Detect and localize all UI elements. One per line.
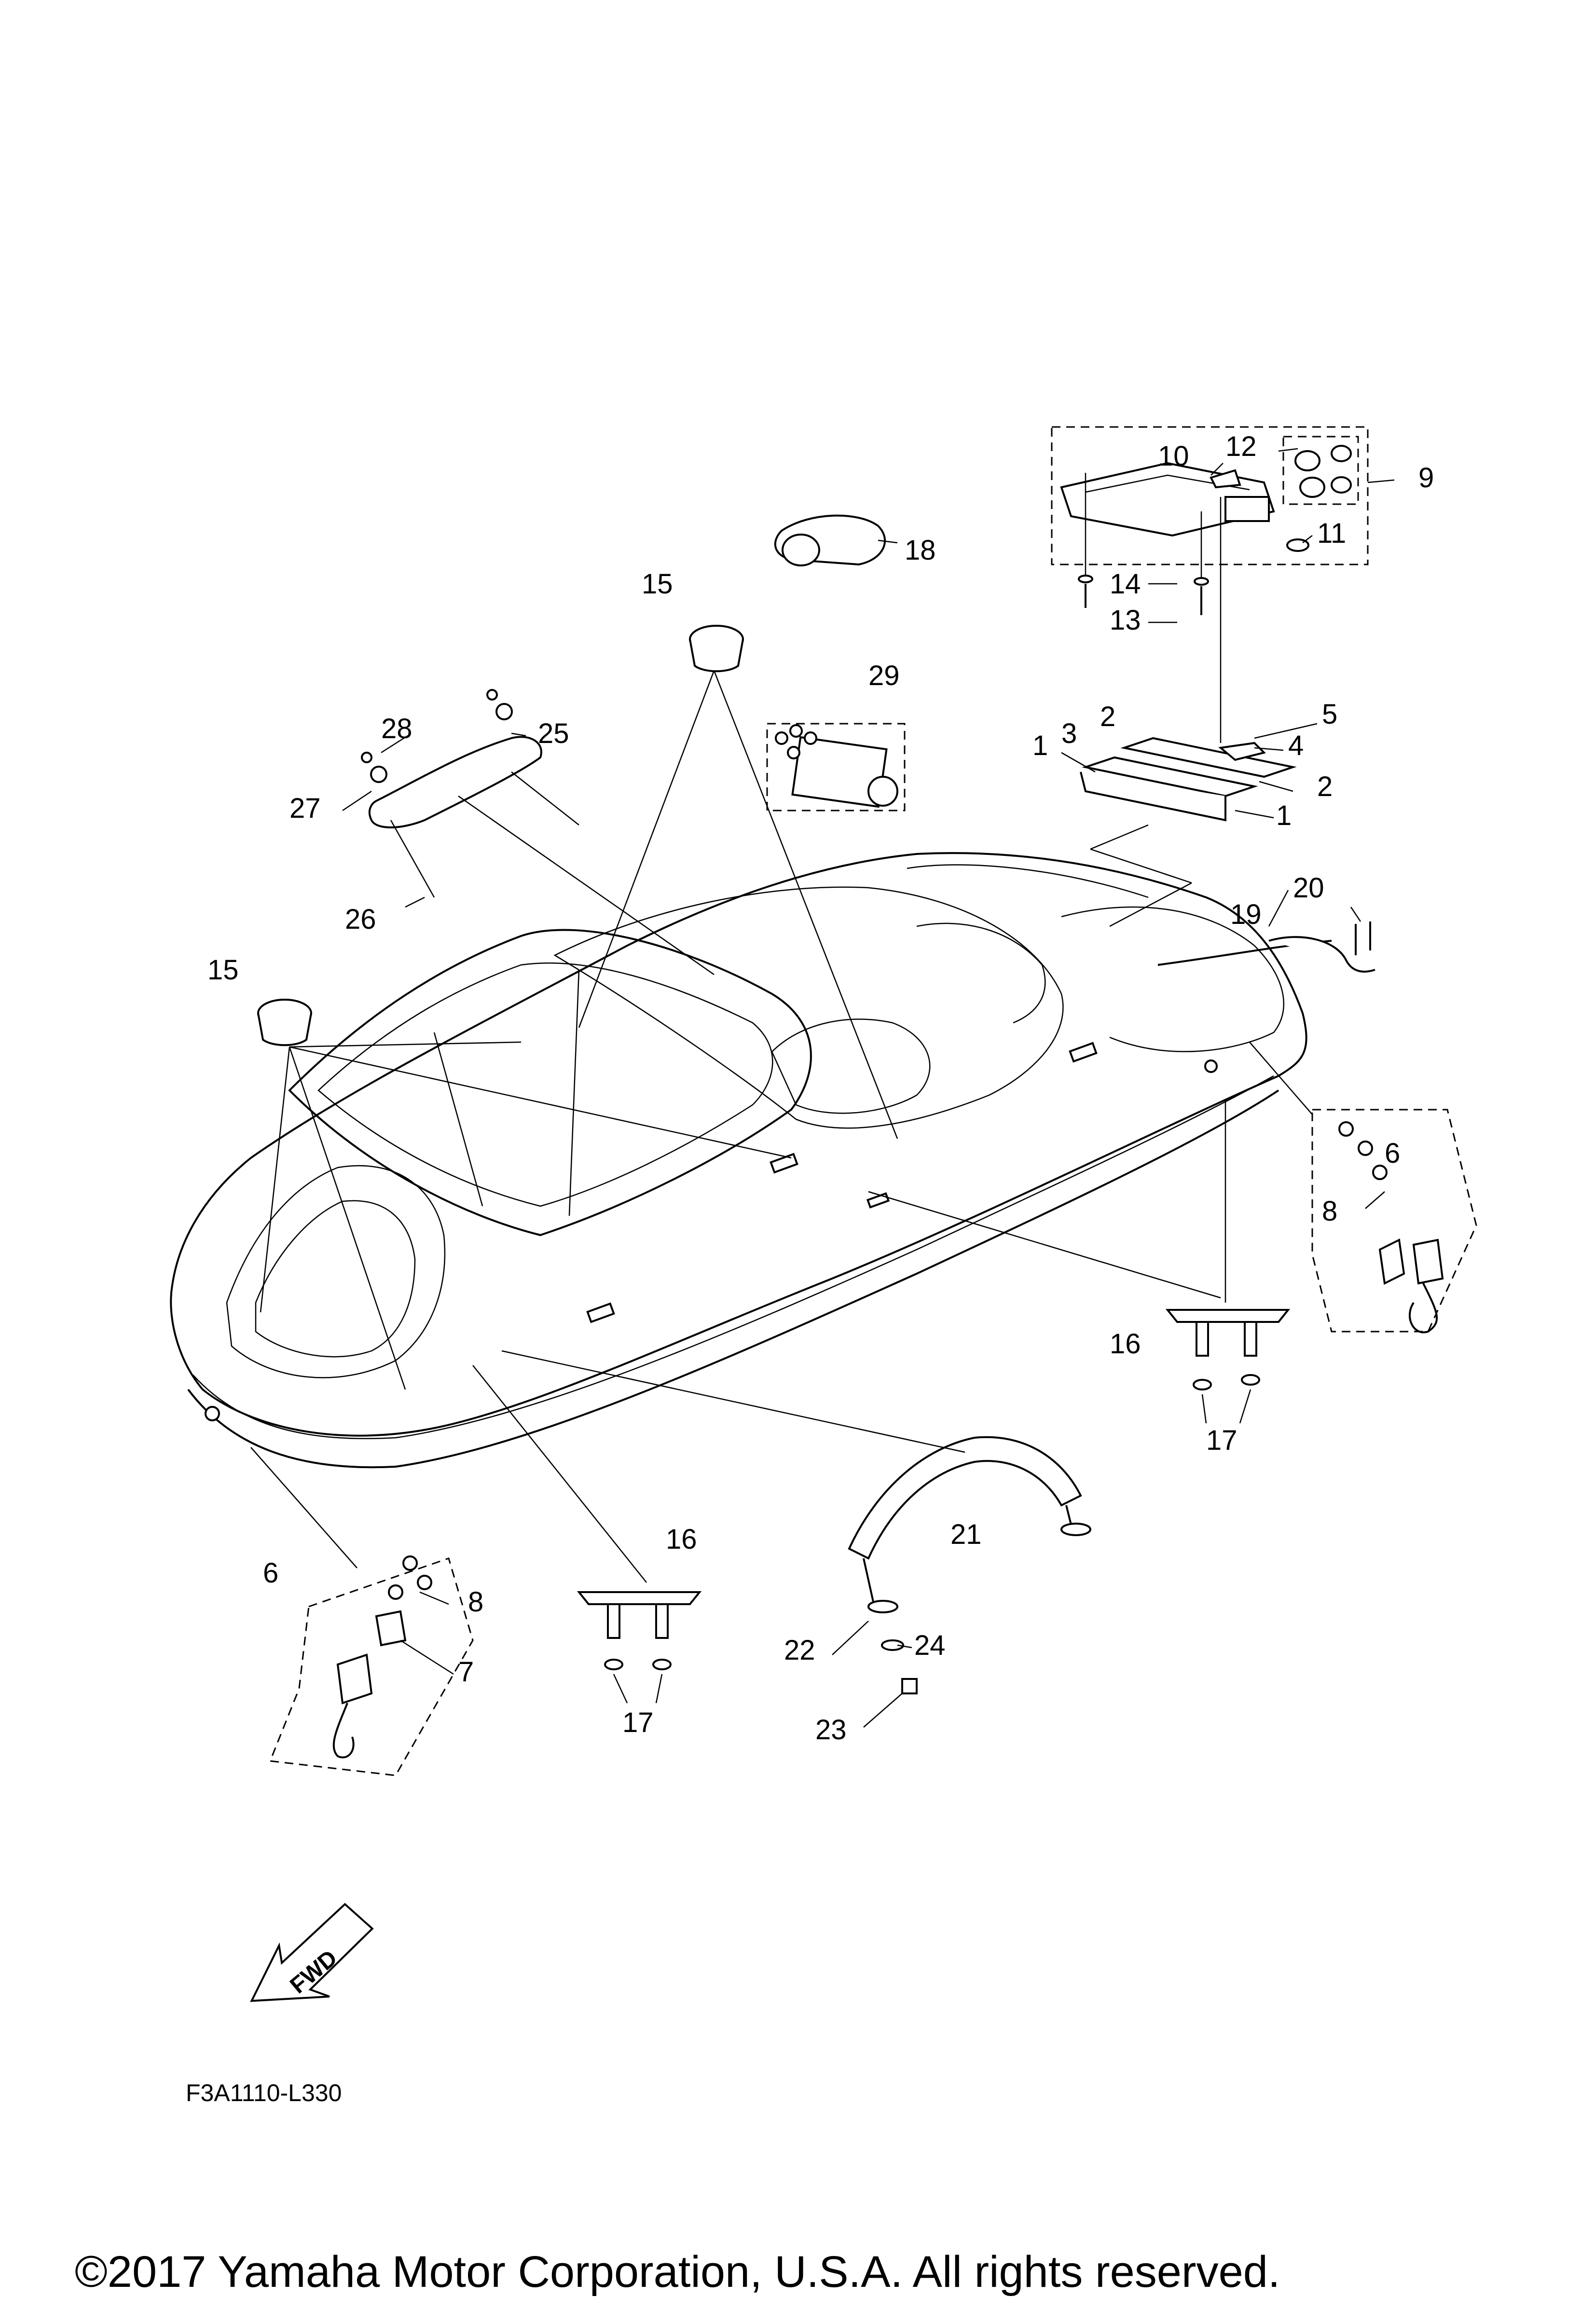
callout: 11 (1317, 518, 1346, 549)
callout: 16 (1110, 1328, 1141, 1360)
ski-pylon (501, 1350, 1091, 1694)
cup-holder-upper (578, 625, 898, 1139)
callout: 10 (1158, 440, 1189, 472)
fwd-arrow-icon: FWD (250, 1903, 374, 2002)
callout: 23 (815, 1714, 847, 1746)
callout: 29 (868, 660, 900, 691)
callout: 28 (381, 713, 412, 744)
callout: 1 (1032, 730, 1048, 761)
callout: 20 (1293, 872, 1324, 904)
copyright-notice: ©2017 Yamaha Motor Corporation, U.S.A. A… (75, 2247, 1280, 2296)
cleat-right (868, 1100, 1291, 1390)
callout: 4 (1288, 730, 1304, 761)
callout: 1 (1276, 800, 1292, 831)
callout: 2 (1317, 771, 1333, 802)
callout: 6 (263, 1557, 278, 1589)
rail-assembly (1080, 723, 1318, 927)
callout: 12 (1225, 431, 1257, 462)
callout: 16 (666, 1524, 697, 1555)
bow-eye-kit-left (250, 1447, 474, 1776)
callout: 9 (1418, 462, 1434, 494)
callout: 27 (289, 793, 321, 824)
bolts-13-14 (1078, 473, 1222, 743)
callout: 2 (1100, 701, 1115, 732)
callout: 13 (1110, 605, 1141, 636)
cup-holder-lower (257, 999, 792, 1390)
mirror-part (774, 514, 886, 566)
callout: 17 (1206, 1425, 1238, 1456)
tow-hose (1157, 921, 1375, 973)
grab-handle (361, 689, 715, 976)
cleat-left (472, 1365, 702, 1670)
callout: 17 (622, 1707, 654, 1738)
callout: 6 (1385, 1138, 1400, 1169)
callout: 14 (1110, 568, 1141, 600)
callout: 15 (207, 954, 239, 986)
leader-lines (342, 448, 1395, 1728)
callout: 15 (642, 568, 673, 600)
callout: 24 (914, 1630, 946, 1661)
callout: 3 (1061, 718, 1077, 749)
callout: 8 (468, 1586, 483, 1618)
callout: 22 (784, 1635, 815, 1666)
callout: 5 (1322, 699, 1337, 730)
callout: 26 (345, 904, 376, 935)
drain-panel-kit (766, 723, 906, 811)
callout: 25 (538, 718, 569, 749)
bow-eye-kit-right (1249, 1042, 1477, 1334)
callout: 18 (905, 535, 936, 566)
callout: 7 (458, 1656, 474, 1688)
callout: 21 (950, 1519, 982, 1550)
callout-labels: 1 1 2 2 3 4 5 6 6 7 8 8 9 10 11 12 13 14… (207, 431, 1434, 1746)
callout: 19 (1230, 899, 1262, 930)
callout: 8 (1322, 1196, 1337, 1227)
hull-deck (170, 852, 1307, 1469)
drawing-code: F3A1110-L330 (186, 2079, 342, 2106)
